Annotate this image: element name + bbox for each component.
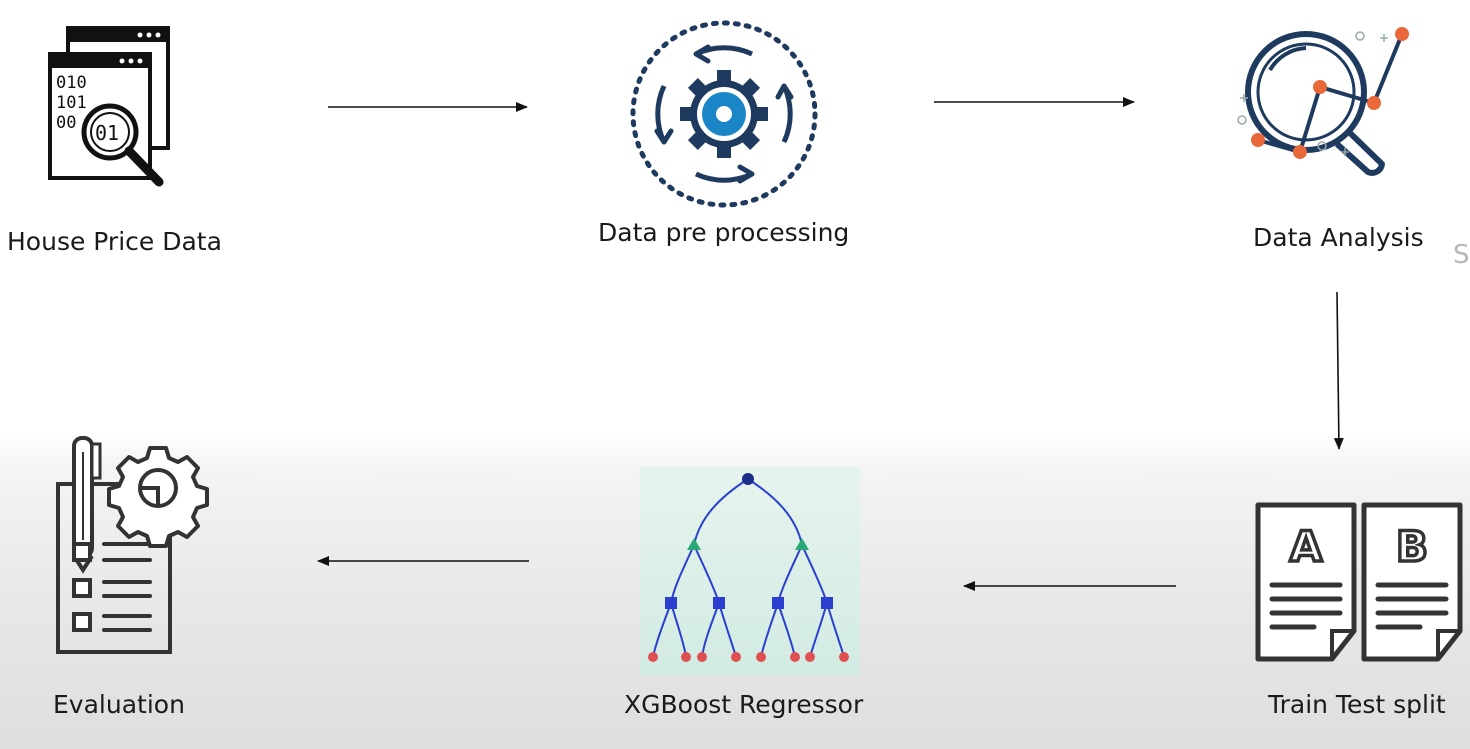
node-label-data-pre-processing: Data pre processing <box>598 218 850 247</box>
gear-cycle-icon <box>624 14 824 214</box>
node-label-house-price-data: House Price Data <box>7 227 222 256</box>
decision-tree-icon <box>640 467 860 675</box>
binary-row-3: 00 <box>56 113 76 133</box>
ab-documents-icon: A B <box>1254 501 1466 663</box>
binary-row-2: 101 <box>56 93 87 113</box>
binary-magnified: 01 <box>95 121 119 145</box>
binary-row-1: 010 <box>56 73 87 93</box>
node-label-xgboost-regressor: XGBoost Regressor <box>624 690 864 719</box>
doc-b-letter: B <box>1396 522 1428 571</box>
data-file-search-icon: 010 101 00 01 <box>44 24 174 194</box>
node-label-data-analysis: Data Analysis <box>1253 223 1424 252</box>
arrow-analysis-to-split <box>1333 291 1344 450</box>
checklist-gear-icon <box>52 432 212 658</box>
edge-text-fragment: S <box>1453 240 1470 270</box>
node-label-train-test-split: Train Test split <box>1268 690 1446 719</box>
magnifier-analytics-icon <box>1234 20 1419 180</box>
node-label-evaluation: Evaluation <box>53 690 185 719</box>
doc-a-letter: A <box>1290 522 1323 571</box>
